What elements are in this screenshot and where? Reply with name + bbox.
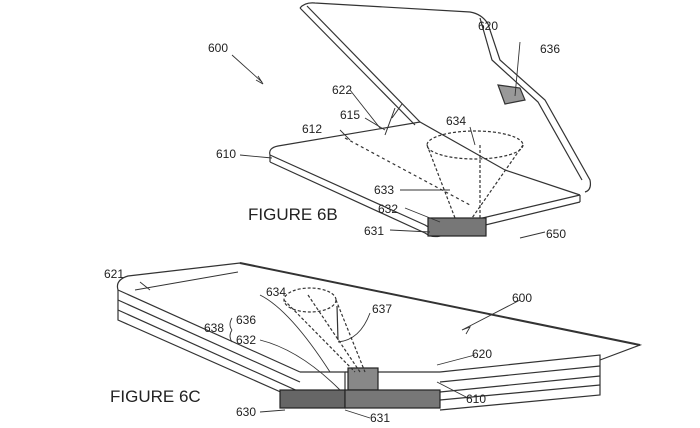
label-634: 634 xyxy=(446,114,467,128)
label-631-6c: 631 xyxy=(370,411,391,425)
label-631: 631 xyxy=(364,224,385,238)
label-632: 632 xyxy=(378,202,399,216)
label-634-6c: 634 xyxy=(266,285,287,299)
label-620: 620 xyxy=(478,19,499,33)
label-600: 600 xyxy=(208,41,229,55)
fig6b-leaders xyxy=(231,41,546,239)
label-622: 622 xyxy=(332,83,353,97)
label-630: 630 xyxy=(236,405,257,419)
label-638: 638 xyxy=(204,321,225,335)
label-620-6c: 620 xyxy=(472,347,493,361)
fig6b-lid xyxy=(299,2,592,193)
label-615: 615 xyxy=(340,108,361,122)
fig6c-device xyxy=(116,262,643,411)
label-632-6c: 632 xyxy=(236,333,257,347)
fig6c-leaders xyxy=(139,281,521,419)
fig6b-light-cone xyxy=(426,130,524,219)
label-600-6c: 600 xyxy=(512,291,533,305)
label-650: 650 xyxy=(546,227,567,241)
label-610-6c: 610 xyxy=(466,392,487,406)
label-633: 633 xyxy=(374,183,395,197)
label-612: 612 xyxy=(302,122,323,136)
figure-6b-title: FIGURE 6B xyxy=(248,205,338,224)
figure-6c-title: FIGURE 6C xyxy=(110,387,201,406)
label-636: 636 xyxy=(540,42,561,56)
label-610: 610 xyxy=(216,147,237,161)
fig6c-light-cone xyxy=(283,287,366,373)
fig6b-base xyxy=(269,121,581,238)
label-621: 621 xyxy=(104,267,125,281)
label-636-6c: 636 xyxy=(236,313,257,327)
label-637: 637 xyxy=(372,302,393,316)
